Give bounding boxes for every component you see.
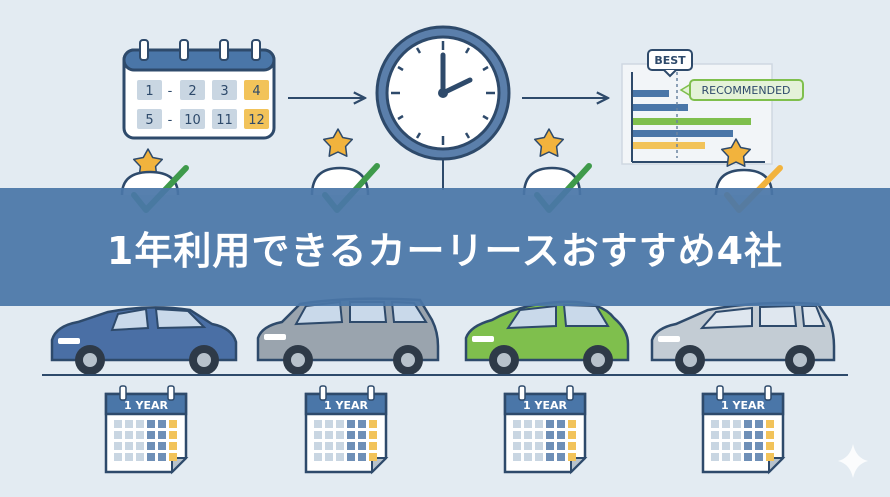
clock-icon [375,25,511,190]
calendar-date: 4 [252,84,260,99]
calendar-date: 11 [216,113,233,128]
year-calendar-icon: 1 YEAR [104,385,189,475]
svg-text:BEST: BEST [654,54,686,67]
svg-text:RECOMMENDED: RECOMMENDED [702,84,791,97]
year-calendar-icon: 1 YEAR [503,385,588,475]
star-icon [322,128,354,157]
year-calendar-icon: 1 YEAR [701,385,786,475]
car-icon [464,300,630,375]
calendar-date: 10 [184,113,201,128]
car-icon [256,297,440,375]
svg-text:-: - [168,113,173,128]
year-label: 1 YEAR [721,399,765,412]
star-icon [533,128,565,157]
year-label: 1 YEAR [124,399,168,412]
calendar-date: 2 [188,84,196,99]
calendar-date: 12 [248,113,265,128]
best-tag: BEST [647,49,693,78]
car-icon [50,306,238,375]
year-label: 1 YEAR [324,399,368,412]
sparkle-icon [838,444,868,478]
year-calendar-icon: 1 YEAR [304,385,389,475]
page-title: 1年利用できるカーリースおすすめ4社 [106,228,784,273]
car-icon [650,301,836,375]
calendar-date: 1 [145,84,153,99]
star-icon [720,138,752,167]
year-label: 1 YEAR [523,399,567,412]
calendar-date: 5 [145,113,153,128]
svg-text:-: - [168,84,173,99]
bar-chart-icon: BEST RECOMMENDED [621,49,804,165]
calendar-icon: 1 - 2 3 4 5 - 10 11 12 [122,39,276,140]
title-banner: 1年利用できるカーリースおすすめ4社 [0,188,890,306]
calendar-date: 3 [220,84,228,99]
recommended-tag: RECOMMENDED [679,79,804,101]
